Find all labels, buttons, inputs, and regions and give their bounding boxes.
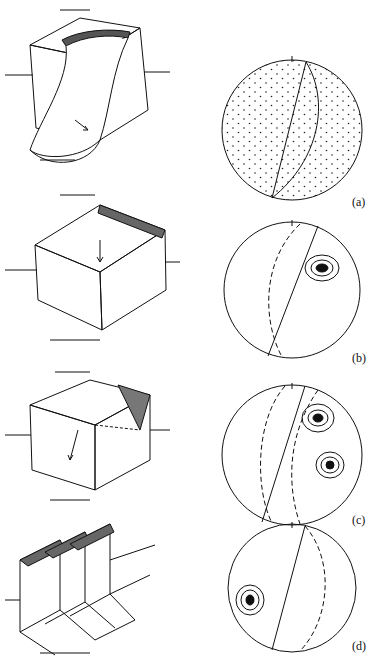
slide-block <box>5 10 170 162</box>
stereonet <box>222 383 362 525</box>
figure-label: (c) <box>352 514 365 526</box>
figure-label: (a) <box>352 196 365 208</box>
wedge-block <box>5 372 170 500</box>
stereonet <box>224 220 360 358</box>
stereonet <box>222 56 362 200</box>
folded-layers <box>5 524 155 655</box>
planar-block <box>5 195 180 340</box>
figure-label: (b) <box>352 352 366 364</box>
figure-label: (d) <box>352 640 366 652</box>
stereonet <box>228 522 356 652</box>
